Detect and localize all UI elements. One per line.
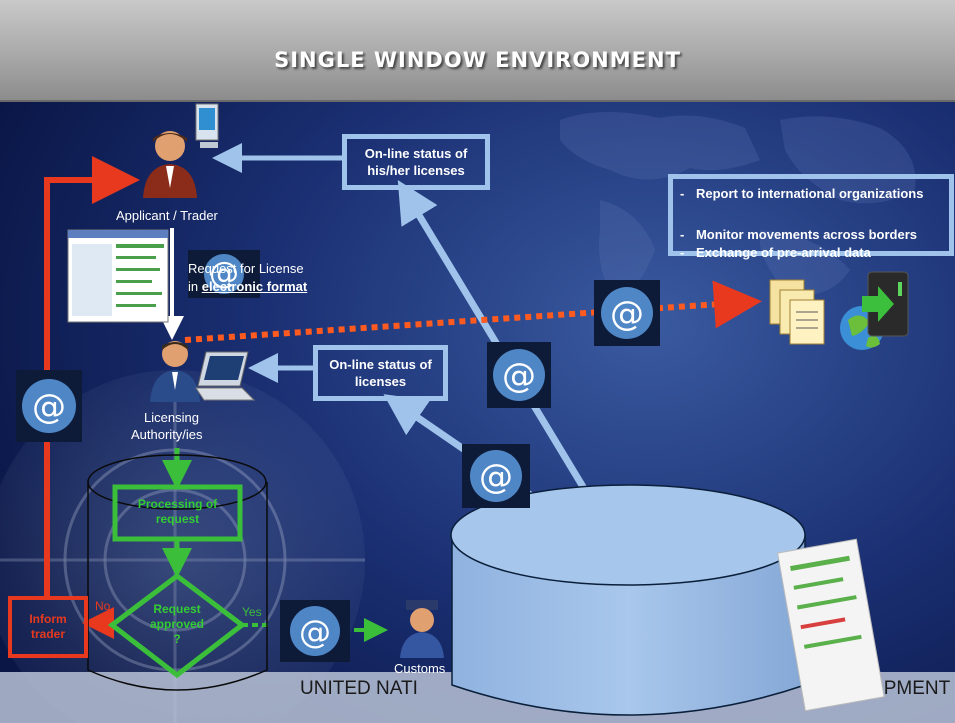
svg-text:@: @ (479, 457, 513, 497)
status-box-top: On-line status of his/her licenses (342, 134, 490, 190)
report-item-1-text: Report to international organizations (695, 186, 924, 201)
at-sign-icon: @ (16, 370, 82, 442)
status-box-mid: On-line status of licenses (313, 345, 448, 401)
processing-label-line2: request (155, 512, 200, 526)
red-feedback-arrow (44, 156, 140, 639)
report-item-3: - Exchange of pre-arrival data (680, 245, 871, 260)
svg-text:@: @ (299, 613, 331, 651)
at-sign-icon: @ (188, 250, 260, 298)
slide-title: SINGLE WINDOW ENVIRONMENT (274, 48, 681, 72)
svg-text:@: @ (610, 294, 644, 334)
status-box-mid-line2: licenses (354, 374, 407, 389)
application-screenshot (67, 229, 169, 323)
processing-box (112, 484, 243, 542)
computer-icon (195, 103, 219, 148)
report-item-2: - Monitor movements across borders (680, 227, 918, 242)
report-box (668, 174, 954, 256)
decision-label-line1: Request (153, 602, 201, 616)
report-item-3-text: Exchange of pre-arrival data (695, 245, 871, 260)
server-icon (862, 271, 909, 337)
status-box-top-line1: On-line status of (364, 146, 468, 161)
documents-icon (769, 279, 825, 345)
inform-trader-label: Inform trader (10, 612, 86, 642)
decision-diamond (107, 572, 247, 679)
at-sign-icon: @ (280, 600, 350, 662)
request-text-line1: Request for License (188, 261, 304, 276)
person-icon (150, 341, 200, 402)
inform-trader-line2: trader (30, 627, 65, 641)
at-sign-icon: @ (594, 280, 660, 346)
licensing-label-line1: Licensing (144, 410, 199, 425)
process-flow (8, 448, 388, 691)
person-icon (143, 131, 197, 198)
status-box-top-line2: his/her licenses (367, 163, 465, 178)
svg-text:@: @ (209, 256, 239, 291)
applicant-label: Applicant / Trader (116, 208, 218, 223)
status-box-mid-line1: On-line status of (329, 357, 432, 372)
yes-label: Yes (242, 605, 262, 619)
processing-label-line1: Processing of (137, 497, 218, 511)
exchange-dotted-arrow (184, 280, 762, 343)
report-item-2-text: Monitor movements across borders (695, 227, 918, 242)
svg-text:@: @ (32, 387, 66, 427)
request-text-line2: in electronic format (188, 278, 307, 295)
electronic-format-link[interactable]: electronic format (201, 279, 308, 294)
decision-label-line3: ? (173, 632, 181, 646)
database-icon (450, 484, 806, 716)
decision-label: Request approved ? (130, 602, 224, 647)
customs-officer-icon (400, 600, 444, 658)
footer-text-left: UNITED NATI (300, 678, 418, 699)
world-map-shape (560, 111, 916, 300)
report-item-1: - Report to international organizations (680, 186, 924, 201)
processing-label: Processing of request (115, 497, 240, 527)
no-label: No (95, 599, 111, 613)
licence-document-image (777, 538, 885, 712)
request-text-prefix: in (188, 279, 202, 294)
customs-label: Customs (394, 661, 446, 676)
svg-text:@: @ (502, 356, 536, 396)
licensing-label-line2: Authority/ies (131, 427, 203, 442)
at-sign-icon: @ (462, 444, 530, 508)
laptop-icon (195, 351, 256, 401)
title-bar (0, 0, 955, 102)
inform-trader-line1: Inform (29, 612, 67, 626)
at-sign-icon: @ (487, 342, 551, 408)
decision-label-line2: approved (149, 617, 204, 631)
inform-trader-box (8, 596, 88, 658)
